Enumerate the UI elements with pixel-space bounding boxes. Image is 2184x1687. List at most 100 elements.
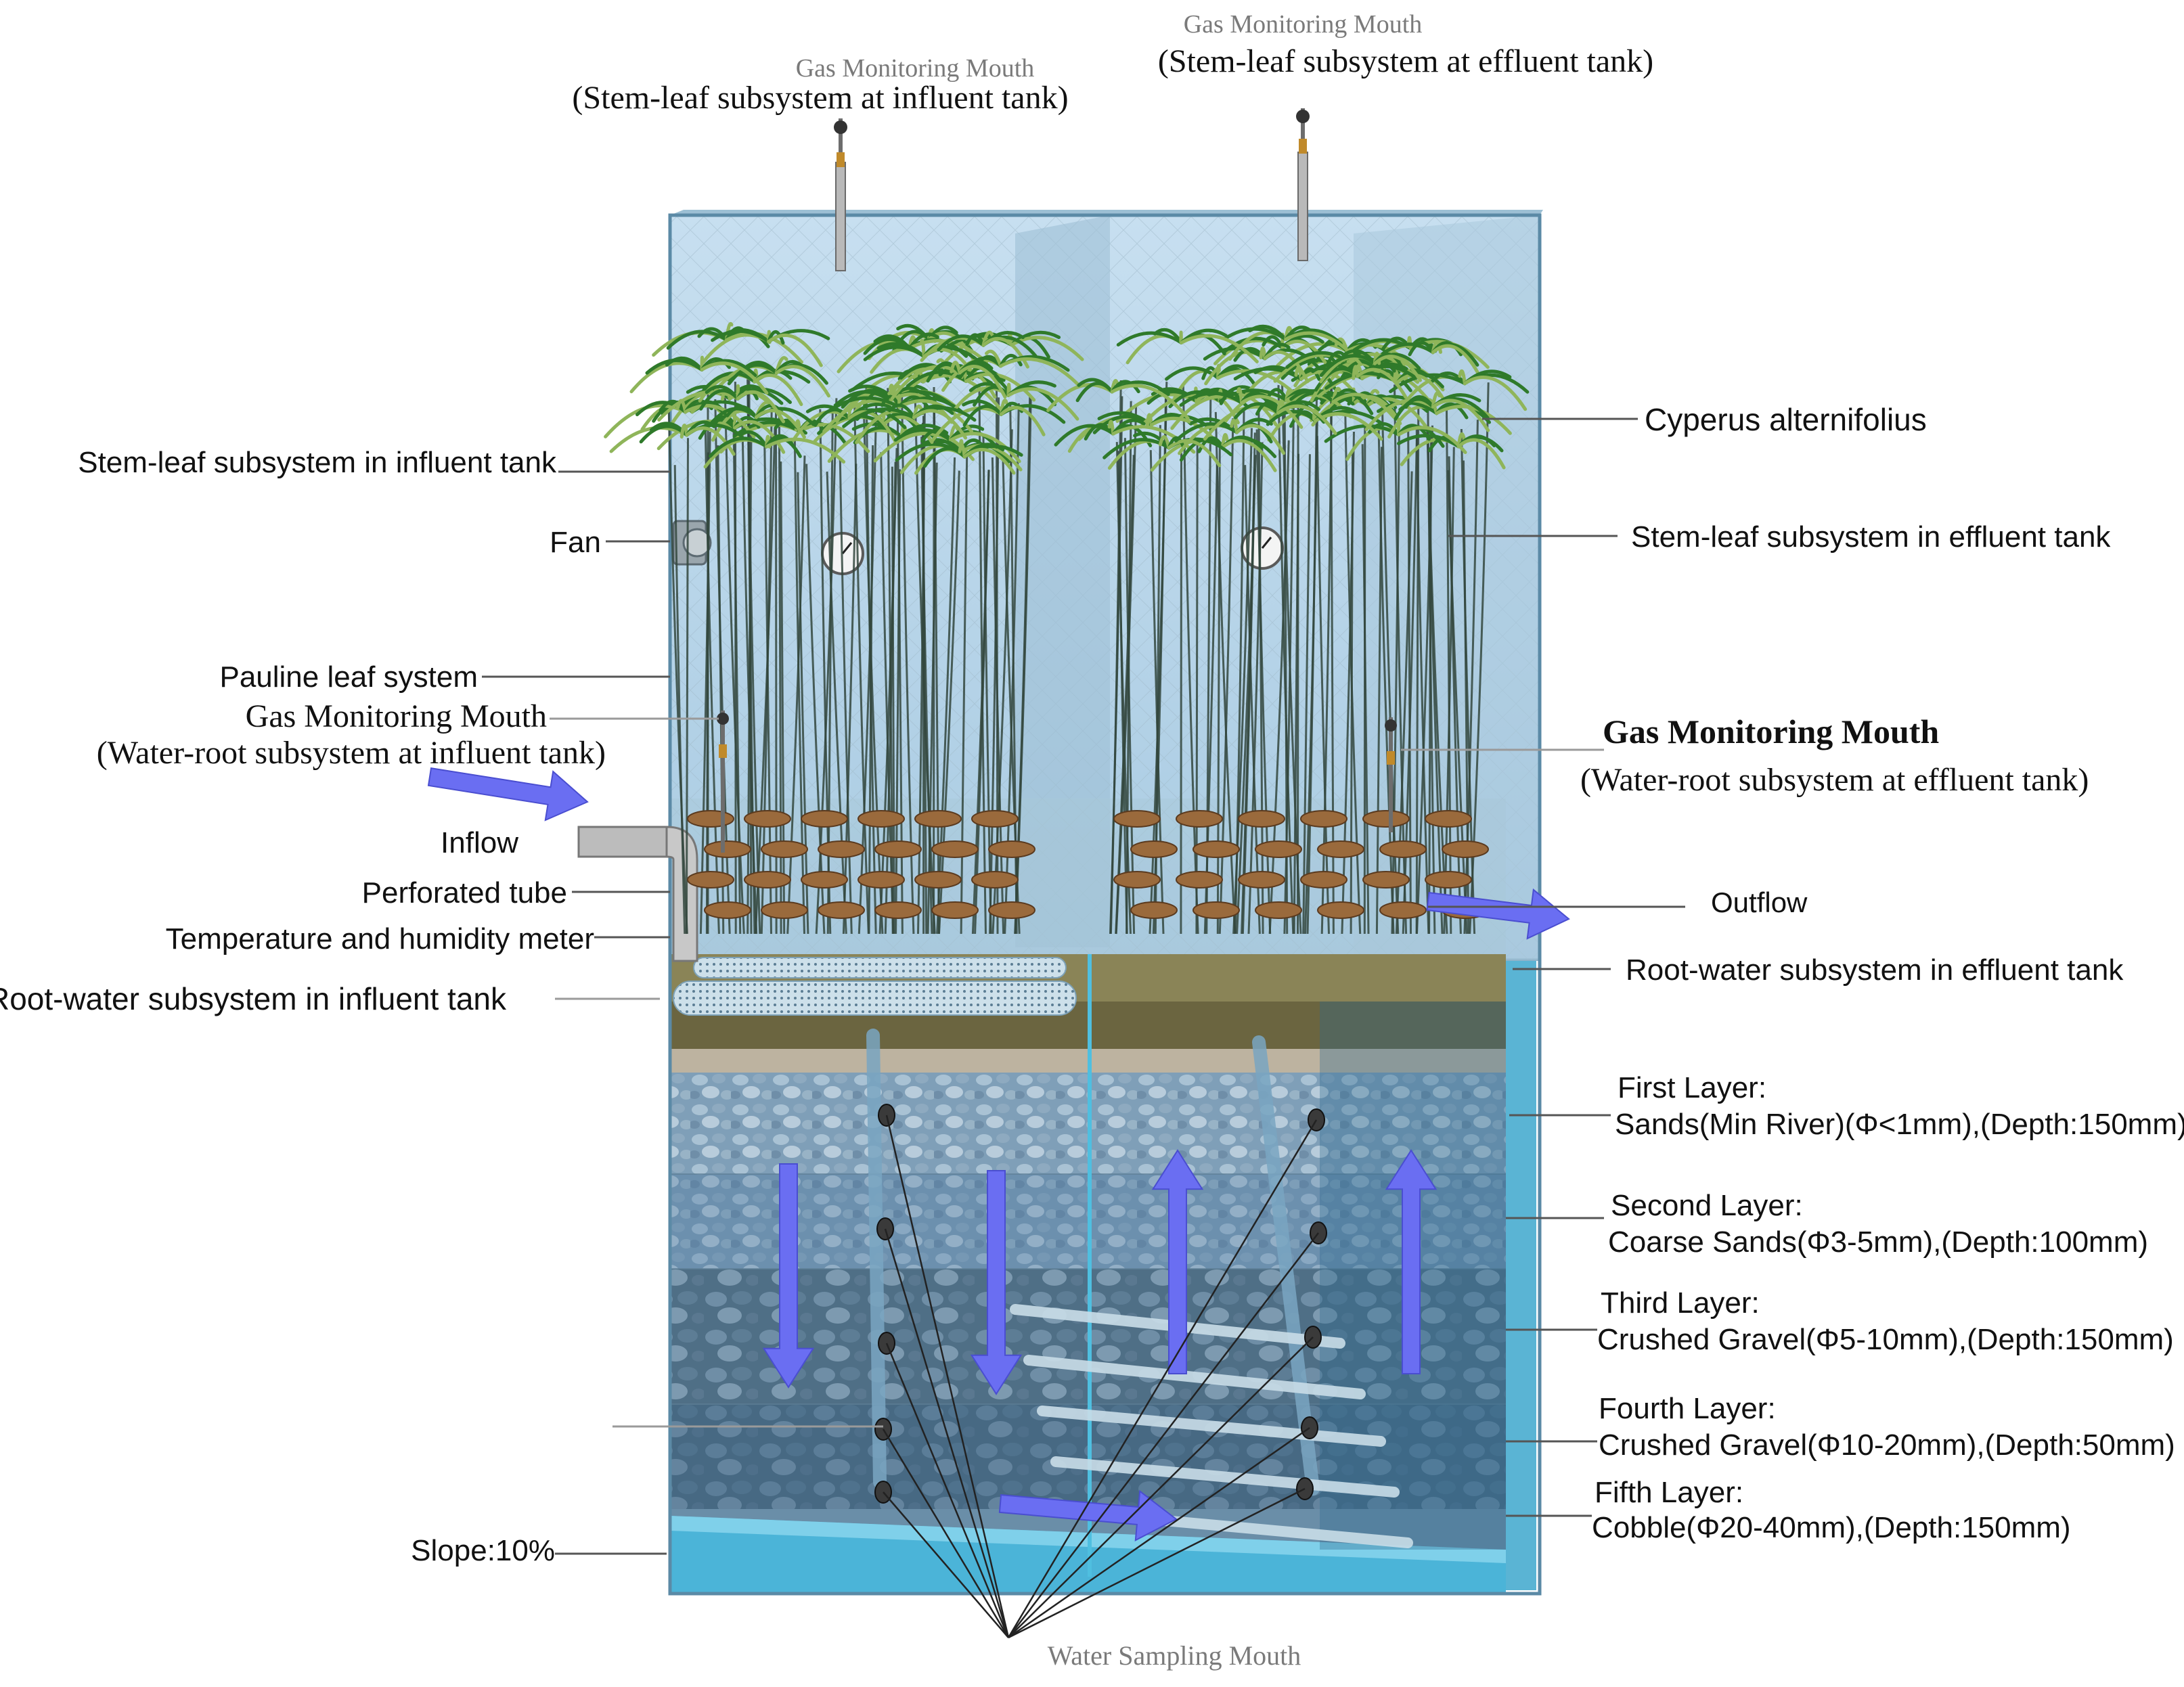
plant-root-disc — [687, 810, 734, 828]
plant-root-disc — [1442, 840, 1489, 858]
plant-leaf — [999, 405, 1046, 436]
label-root-water-effluent: Root-water subsystem in effluent tank — [1626, 953, 2124, 987]
plant-leaf — [1077, 378, 1114, 394]
plant-stem — [746, 432, 753, 935]
plant-leaf — [700, 361, 769, 395]
label-root-water-influent: Root-water subsystem in influent tank — [0, 981, 507, 1016]
plant-leaf — [753, 374, 803, 407]
plant-leaf — [1054, 424, 1115, 447]
plant-leaf — [1110, 384, 1190, 420]
plant-stem — [989, 397, 1000, 935]
label-fan: Fan — [550, 526, 601, 559]
plant-leaf — [1276, 404, 1337, 435]
plant-root-disc — [857, 810, 905, 828]
plant-leaf — [1289, 389, 1335, 404]
plant-leaf — [965, 333, 985, 347]
plant-leaf — [732, 420, 802, 438]
plant-leaf — [740, 430, 769, 449]
layer-5-desc: Cobble(Φ20-40mm),(Depth:150mm) — [1592, 1511, 2071, 1544]
plant-leaf — [937, 334, 985, 352]
layer-3-desc: Crushed Gravel(Φ5-10mm),(Depth:150mm) — [1597, 1323, 2174, 1356]
leader-lines — [482, 418, 1685, 1639]
plant-stem — [891, 466, 895, 935]
plant-root-disc — [1379, 840, 1427, 858]
layer-4-desc: Crushed Gravel(Φ10-20mm),(Depth:50mm) — [1599, 1429, 2175, 1462]
plant-stem — [775, 410, 778, 935]
plant-root-disc — [1362, 810, 1410, 828]
plant-stem — [1180, 453, 1182, 935]
plant-leaf — [1230, 418, 1239, 434]
plant-stem — [1293, 453, 1299, 935]
plant-leaf — [897, 399, 974, 434]
plant-root-disc — [1176, 871, 1223, 889]
flow-arrow — [1151, 1149, 1204, 1374]
plant-leaf — [1234, 424, 1286, 455]
plant-stem — [842, 464, 857, 935]
label-pauline: Pauline leaf system — [219, 660, 478, 694]
plant-root-disc — [914, 810, 962, 828]
plant-root-disc — [1238, 871, 1285, 889]
plant-stem — [991, 457, 1005, 935]
plant-root-disc — [1300, 810, 1347, 828]
plant-root-disc — [1317, 901, 1364, 919]
plant-stem — [938, 470, 960, 935]
layer-1-desc: Sands(Min River)(Φ<1mm),(Depth:150mm) — [1615, 1108, 2184, 1141]
plant-leaf — [1431, 399, 1490, 432]
plant-stem — [1344, 414, 1362, 935]
label-stem-leaf-influent: Stem-leaf subsystem in influent tank — [78, 446, 557, 479]
sampling-leader — [885, 1115, 1010, 1638]
plant-stem — [991, 429, 1013, 935]
label-cyperus: Cyperus alternifolius — [1645, 402, 1927, 437]
plant-stem — [868, 445, 874, 935]
fan-unit — [672, 520, 712, 566]
plant-leaf — [1266, 409, 1317, 426]
plant-stem — [699, 432, 711, 935]
plant-root-disc — [761, 901, 808, 919]
plant-leaf — [1153, 328, 1183, 344]
label-inflow: Inflow — [441, 826, 518, 859]
plant-leaf — [709, 436, 769, 458]
sampling-leader — [1008, 1232, 1319, 1638]
label-water-sampling: Water Sampling Mouth — [1048, 1640, 1301, 1671]
plant-stem — [732, 431, 742, 935]
label-temperature-meter: Temperature and humidity meter — [166, 922, 594, 955]
plant-stem — [717, 445, 725, 935]
plant-stem — [1407, 431, 1412, 935]
plant-leaf — [999, 353, 1023, 368]
label-outflow: Outflow — [1711, 886, 1808, 918]
plant-stem — [1448, 456, 1462, 935]
plant-leaf — [1006, 382, 1011, 397]
plant-leaf — [1259, 346, 1267, 361]
plant-leaf — [609, 426, 689, 453]
flow-arrow — [1426, 888, 1570, 940]
plant-leaf — [962, 447, 1016, 475]
plant-stem — [1244, 465, 1261, 935]
plant-leaf — [1435, 405, 1512, 435]
plant-root-disc — [687, 871, 734, 889]
gas-mouth-water-right — [1385, 717, 1397, 832]
plant-leaf — [1084, 423, 1115, 441]
sampling-leader — [1008, 1487, 1306, 1639]
plant-leaf — [1324, 424, 1401, 443]
plant-leaf — [1234, 402, 1280, 420]
plant-stem — [826, 409, 834, 935]
plant-root-disc — [1130, 901, 1178, 919]
plant-stem — [1182, 383, 1199, 935]
plant-stem — [723, 392, 745, 935]
plant-stem — [1277, 385, 1295, 935]
sampling-leader — [1008, 1336, 1314, 1638]
plant-stem — [760, 402, 773, 935]
gas-monitoring-mouth-devices — [717, 108, 1397, 853]
plant-stem — [853, 400, 870, 935]
plant-leaf — [1393, 369, 1400, 384]
layer-4-title: Fourth Layer: — [1599, 1392, 1776, 1425]
gas-top-left-subtitle: (Stem-leaf subsystem at influent tank) — [572, 80, 1068, 116]
inflow-pipe — [577, 826, 698, 962]
plant-leaf — [999, 357, 1079, 386]
plant-root-disc — [874, 901, 922, 919]
plant-leaf — [719, 328, 771, 344]
plant-stem — [1257, 402, 1264, 935]
plant-stem — [1302, 454, 1311, 935]
plant-stem — [793, 438, 805, 935]
